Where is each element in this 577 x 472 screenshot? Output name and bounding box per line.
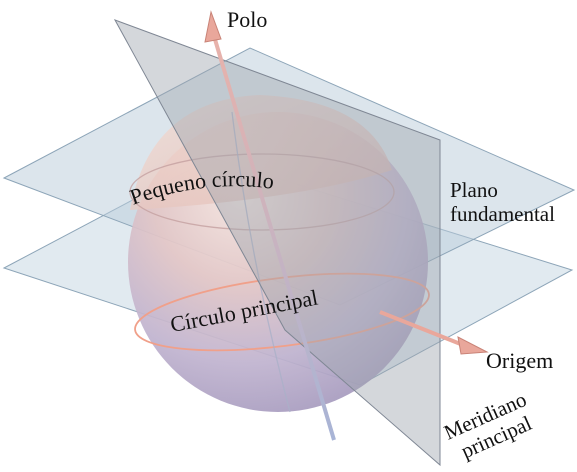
- principal-meridian-plane: [113, 19, 441, 467]
- origin-arrowhead: [457, 336, 489, 355]
- great-circle: [134, 272, 430, 352]
- fundamental-plane-label-line1: Plano: [450, 178, 498, 202]
- meridian-arc: [231, 111, 291, 413]
- pole-arrowhead: [204, 10, 222, 43]
- small-circle-cap: [130, 95, 392, 210]
- fundamental-plane-label-line2: fundamental: [450, 202, 555, 226]
- polar-axis: [212, 35, 336, 441]
- pole-label: Polo: [227, 7, 267, 32]
- principal-meridian-label: Meridiano principal: [440, 387, 535, 463]
- small-circle-rim: [129, 153, 395, 231]
- origin-axis: [379, 310, 464, 347]
- origin-label: Origem: [486, 348, 553, 373]
